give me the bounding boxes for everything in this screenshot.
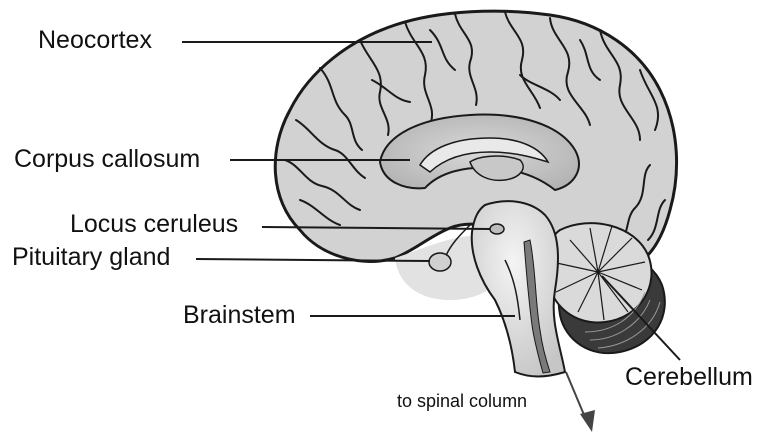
spinal-column-label: to spinal column [397, 392, 527, 410]
corpus-callosum-label: Corpus callosum [14, 147, 200, 172]
brainstem-label: Brainstem [183, 303, 296, 328]
cerebellum-label: Cerebellum [625, 365, 753, 390]
pituitary-gland-label: Pituitary gland [12, 245, 170, 270]
locus-ceruleus-label: Locus ceruleus [70, 212, 238, 237]
neocortex-label: Neocortex [38, 28, 152, 53]
pituitary-gland-shape [429, 253, 451, 271]
locus-ceruleus-shape [490, 224, 504, 234]
spinal-arrow [566, 372, 595, 432]
